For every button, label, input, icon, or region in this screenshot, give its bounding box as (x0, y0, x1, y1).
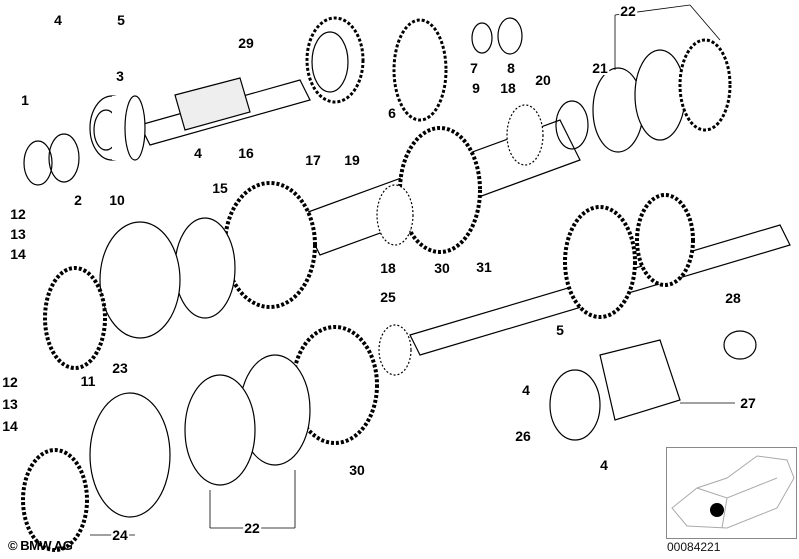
callout-label: 12 (1, 374, 19, 390)
needle-bearing-18 (376, 184, 414, 246)
sync-ring-22 (678, 38, 732, 132)
callout-label: 28 (724, 290, 742, 306)
needle-bearing-25 (378, 324, 412, 376)
sleeve-21 (592, 67, 644, 153)
gear-16 (223, 181, 317, 309)
car-outline-icon (671, 455, 795, 529)
location-marker-icon (710, 503, 724, 517)
ring-15 (174, 217, 236, 319)
vehicle-location-inset (666, 447, 797, 539)
sleeve-10 (99, 221, 181, 339)
bearing-26 (549, 369, 601, 441)
callout-label: 11 (79, 373, 97, 389)
callout-label: 13 (9, 226, 27, 242)
ring-2 (48, 133, 80, 183)
callout-label: 24 (111, 527, 129, 543)
nut-28 (723, 330, 757, 360)
callout-label: 19 (343, 152, 361, 168)
callout-label: 1 (20, 92, 30, 108)
callout-label: 17 (304, 152, 322, 168)
callout-label: 5 (116, 12, 126, 28)
callout-label: 12 (9, 206, 27, 222)
callout-label: 4 (193, 145, 203, 161)
callout-label: 30 (348, 462, 366, 478)
snap-ring-1 (23, 140, 53, 186)
callout-label: 13 (1, 396, 19, 412)
callout-label: 10 (108, 192, 126, 208)
callout-label: 22 (243, 520, 261, 536)
callout-label: 4 (599, 457, 609, 473)
washer-8 (497, 17, 523, 55)
callout-label: 25 (379, 289, 397, 305)
countershaft-gear (563, 205, 637, 319)
hub-11 (43, 266, 107, 370)
callout-label: 6 (387, 105, 397, 121)
housing-27 (599, 339, 681, 421)
callout-label: 4 (521, 382, 531, 398)
circlip-7 (471, 22, 493, 54)
callout-label: 3 (115, 68, 125, 84)
callout-label: 14 (1, 418, 19, 434)
callout-label: 30 (433, 260, 451, 276)
diagram-reference-number: 00084221 (667, 540, 721, 554)
copyright-text: © BMW AG (8, 538, 73, 553)
hub-24 (21, 448, 89, 552)
callout-label: 18 (499, 80, 517, 96)
callout-label: 15 (211, 180, 229, 196)
callout-label: 27 (739, 395, 757, 411)
gear-30-upper (398, 126, 482, 254)
callout-label: 5 (555, 322, 565, 338)
callout-label: 26 (514, 428, 532, 444)
callout-label: 14 (9, 246, 27, 262)
ring-22 (634, 49, 686, 141)
callout-label: 22 (619, 3, 637, 19)
bearing-3 (89, 95, 146, 161)
callout-label: 4 (53, 12, 63, 28)
sync-ring-6 (392, 18, 448, 122)
ring-20 (555, 100, 589, 150)
callout-label: 18 (379, 260, 397, 276)
callout-label: 20 (534, 72, 552, 88)
sleeve-23 (89, 392, 171, 518)
needle-bearing-18b (506, 104, 544, 166)
gear-29 (305, 16, 365, 104)
callout-label: 21 (591, 60, 609, 76)
ring-22-lower-b (184, 374, 256, 486)
callout-label: 16 (237, 145, 255, 161)
countershaft-gear-2 (635, 193, 695, 287)
callout-label: 2 (73, 192, 83, 208)
callout-label: 9 (471, 80, 481, 96)
callout-label: 8 (506, 60, 516, 76)
callout-label: 31 (475, 259, 493, 275)
callout-label: 29 (237, 35, 255, 51)
input-shaft (139, 77, 311, 146)
callout-label: 7 (469, 60, 479, 76)
callout-label: 23 (111, 360, 129, 376)
